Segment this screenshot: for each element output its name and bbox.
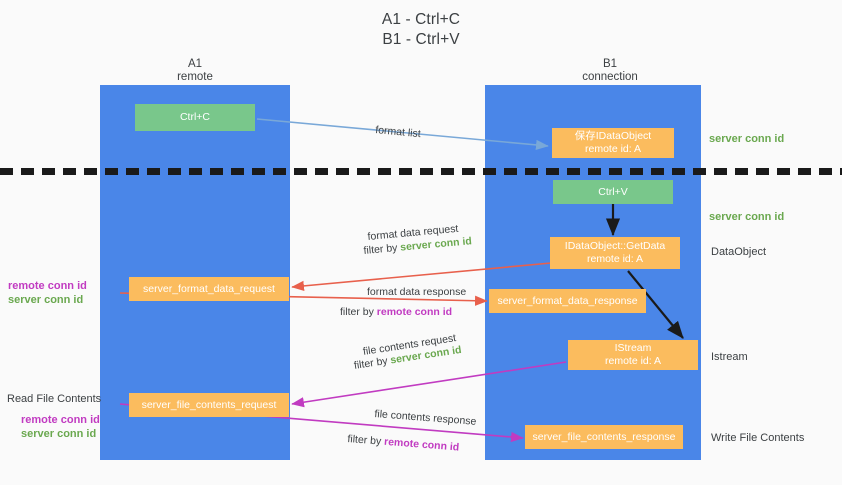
caption-filter-prefix-4: filter by <box>347 432 385 448</box>
box-getdata[interactable]: IDataObject::GetData remote id: A <box>550 237 680 269</box>
caption-filter-prefix-2: filter by <box>340 306 377 318</box>
label-left-read-file-contents: Read File Contents <box>7 393 102 405</box>
caption-file-contents-response: file contents response <box>374 407 477 429</box>
box-save-idataobject[interactable]: 保存IDataObject remote id: A <box>552 128 674 158</box>
box-server-format-data-request-label: server_format_data_request <box>143 282 275 295</box>
box-server-file-contents-request-label: server_file_contents_request <box>141 398 277 411</box>
box-ctrl-c-line1: Ctrl+C <box>179 111 211 123</box>
caption-filter-prefix-3: filter by <box>353 354 392 372</box>
box-getdata-line1: IDataObject::GetData <box>564 240 666 252</box>
label-right-write-file-contents: Write File Contents <box>711 432 805 444</box>
box-server-format-data-request[interactable]: server_format_data_request <box>129 277 289 301</box>
box-ctrl-c[interactable]: Ctrl+C <box>135 104 255 131</box>
caption-filter-key-remote-conn-id-2: remote conn id <box>383 435 460 454</box>
box-istream-line1: IStream <box>614 342 652 354</box>
box-ctrl-v-line1: Ctrl+V <box>598 185 628 198</box>
page-title: A1 - Ctrl+C B1 - Ctrl+V <box>0 10 842 50</box>
caption-filter-key-remote-conn-id: remote conn id <box>376 306 453 318</box>
column-b1-name: B1 <box>602 58 618 70</box>
label-right-dataobject: DataObject <box>711 246 767 258</box>
caption-format-data-response-text: format data response <box>367 286 467 298</box>
dashed-separator <box>0 168 842 175</box>
box-save-idataobject-line2: remote id: A <box>584 143 642 155</box>
box-istream-line2: remote id: A <box>604 355 662 367</box>
label-left-server-conn-id-1: server conn id <box>8 294 84 306</box>
title-line-1: A1 - Ctrl+C <box>381 11 461 28</box>
caption-filter-prefix: filter by <box>363 241 401 257</box>
label-right-server-conn-id-mid: server conn id <box>709 211 785 223</box>
box-save-idataobject-line1: 保存IDataObject <box>574 130 652 142</box>
caption-format-data-response-filter: filter by remote conn id <box>340 305 452 319</box>
column-a1-name: A1 <box>187 58 203 70</box>
caption-format-list-text: format list <box>374 123 422 141</box>
caption-format-list: format list <box>375 123 422 141</box>
column-b1-sub: connection <box>582 71 638 83</box>
label-right-istream: Istream <box>711 351 748 363</box>
column-header-b1: B1 connection <box>535 58 685 84</box>
caption-file-contents-response-filter: filter by remote conn id <box>347 432 460 455</box>
box-server-format-data-response[interactable]: server_format_data_response <box>489 289 646 313</box>
caption-format-data-response: format data response <box>367 285 466 299</box>
box-istream[interactable]: IStream remote id: A <box>568 340 698 370</box>
label-left-server-conn-id-2: server conn id <box>21 428 97 440</box>
caption-file-contents-response-text: file contents response <box>374 407 477 428</box>
box-server-format-data-response-label: server_format_data_response <box>497 294 638 307</box>
title-line-2: B1 - Ctrl+V <box>382 31 460 48</box>
label-left-remote-conn-id-2: remote conn id <box>21 414 100 426</box>
box-server-file-contents-response-label: server_file_contents_response <box>532 430 676 443</box>
label-right-server-conn-id-top: server conn id <box>709 133 785 145</box>
column-header-a1: A1 remote <box>120 58 270 84</box>
column-a1-sub: remote <box>177 71 213 83</box>
box-server-file-contents-response[interactable]: server_file_contents_response <box>525 425 683 449</box>
box-server-file-contents-request[interactable]: server_file_contents_request <box>129 393 289 417</box>
box-ctrl-v[interactable]: Ctrl+V <box>553 180 673 204</box>
box-getdata-line2: remote id: A <box>586 253 644 265</box>
label-left-remote-conn-id-1: remote conn id <box>8 280 87 292</box>
